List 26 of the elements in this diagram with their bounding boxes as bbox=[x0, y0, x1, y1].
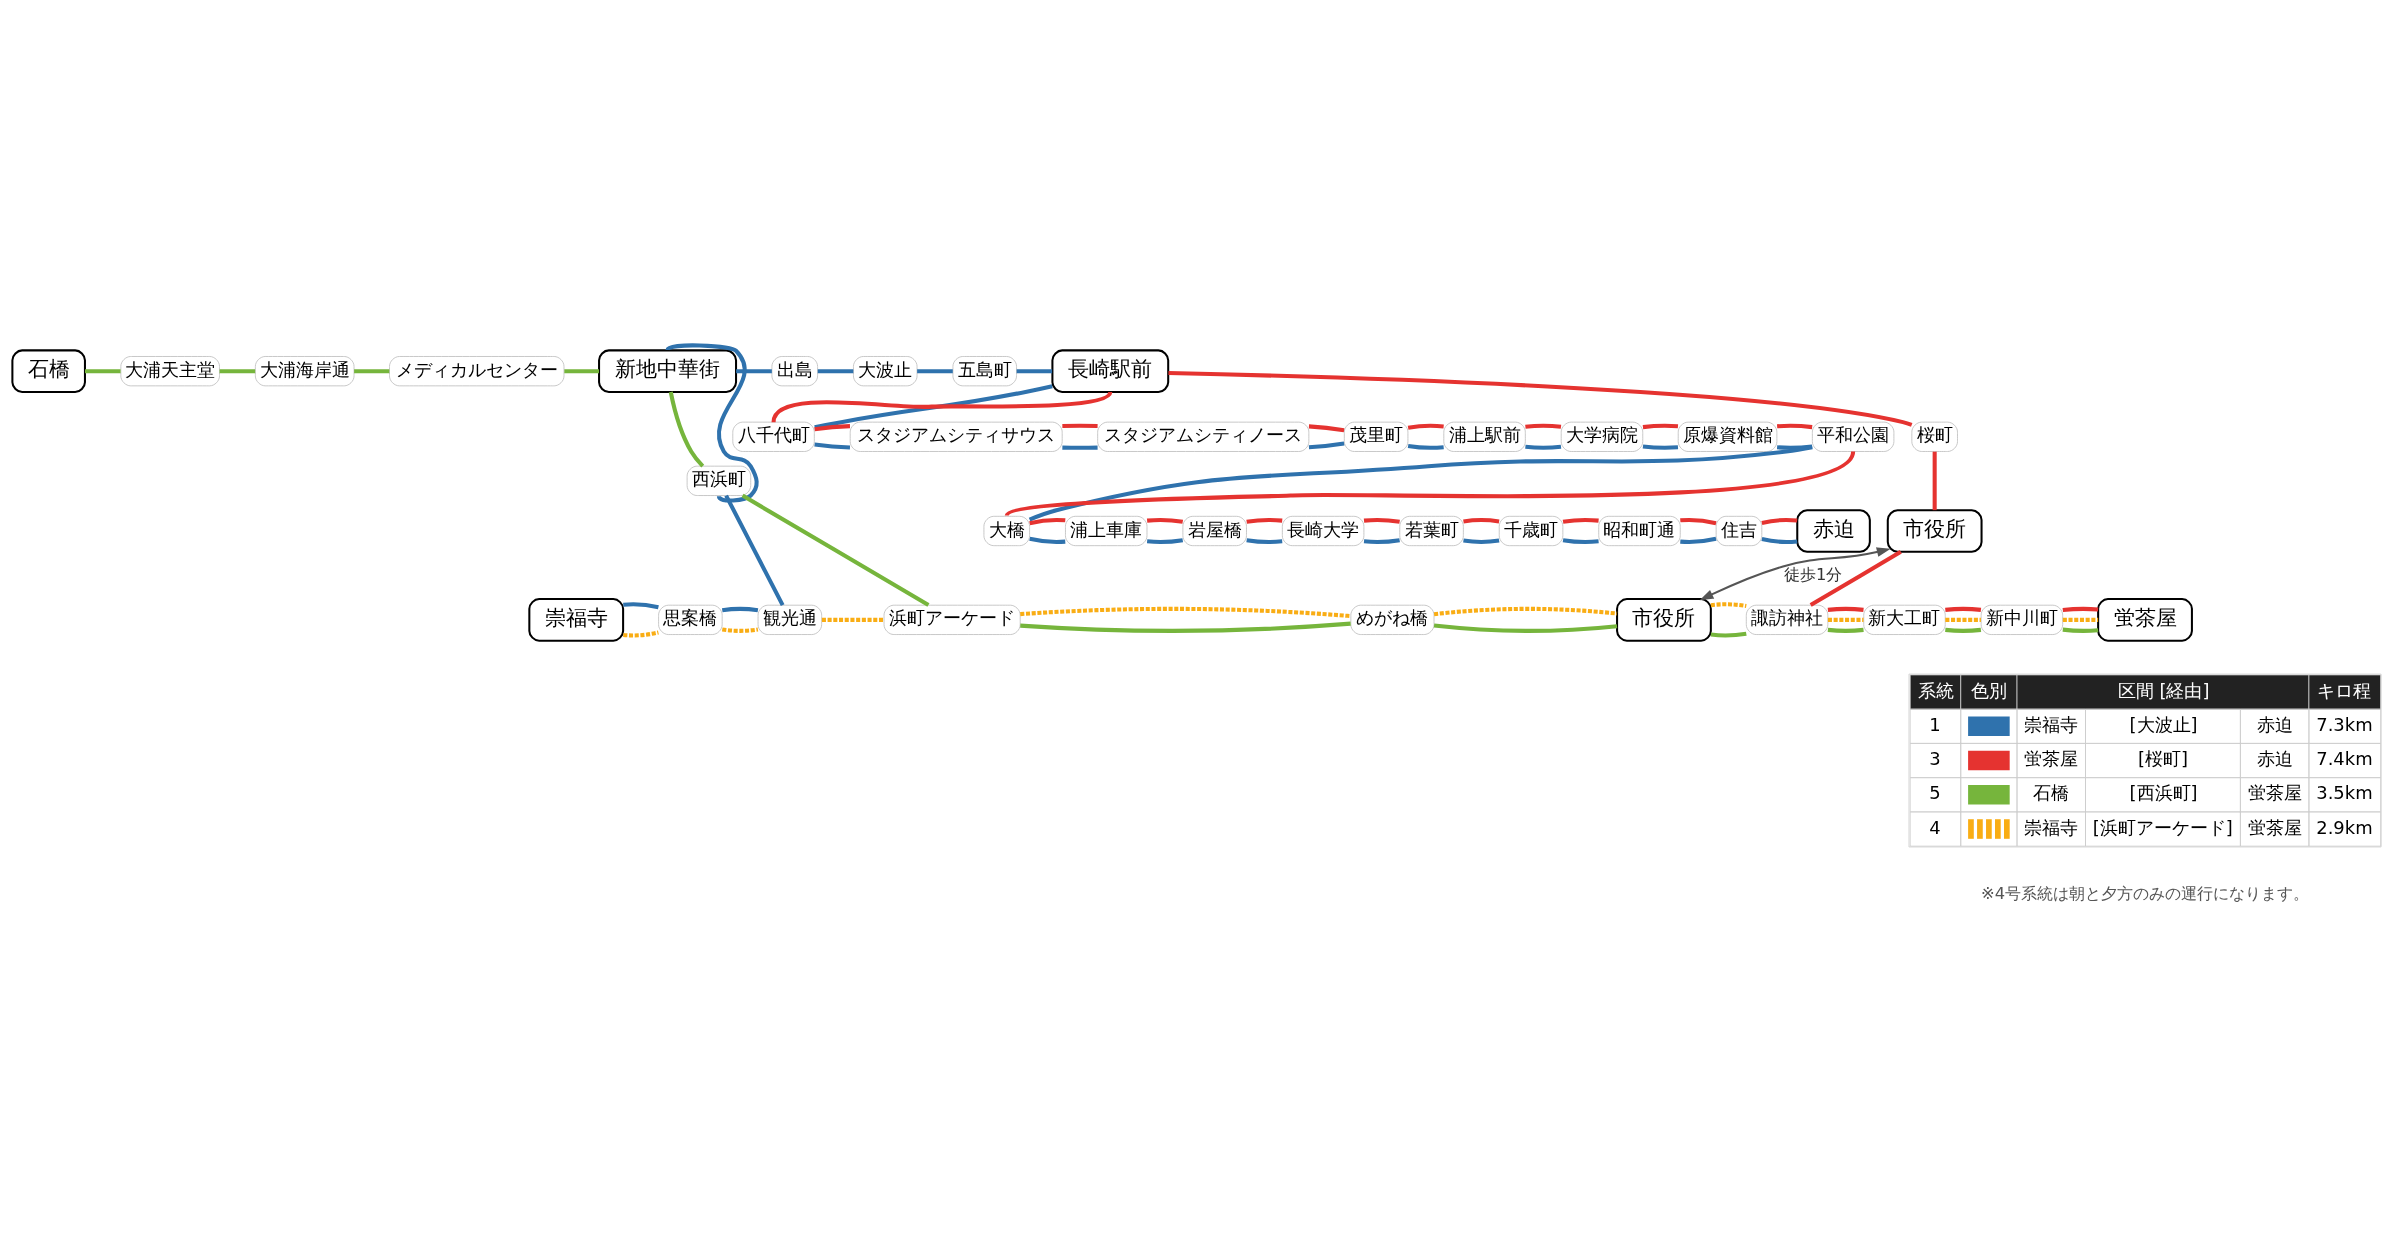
label: 崇福寺 bbox=[2024, 713, 2079, 735]
label: 蛍茶屋 bbox=[2024, 747, 2079, 769]
label: 3.5km bbox=[2316, 781, 2373, 803]
label: 蛍茶屋 bbox=[2247, 816, 2302, 838]
label: 区間 [経由] bbox=[2117, 679, 2210, 701]
label: 赤迫 bbox=[2256, 713, 2293, 735]
label: [西浜町] bbox=[2129, 781, 2198, 803]
label: 2.9km bbox=[2316, 816, 2373, 838]
edge-label: 徒歩1分 bbox=[1783, 564, 1843, 584]
label: 系統 bbox=[1917, 679, 1954, 701]
legend-label: 5 bbox=[1929, 781, 1941, 803]
label: 赤迫 bbox=[2256, 747, 2293, 769]
label: ※4号系統は朝と夕方のみの運行になります。 bbox=[1981, 883, 2310, 903]
label: 崇福寺 bbox=[2024, 816, 2079, 838]
label: [浜町アーケード] bbox=[2092, 816, 2233, 838]
label: [桜町] bbox=[2138, 747, 2189, 769]
legend-label: 4 bbox=[1929, 816, 1941, 838]
label: 蛍茶屋 bbox=[2247, 781, 2302, 803]
label: 石橋 bbox=[2033, 781, 2070, 803]
label: 7.4km bbox=[2316, 747, 2373, 769]
label: 7.3km bbox=[2316, 713, 2373, 735]
label: [大波止] bbox=[2129, 713, 2198, 735]
legend-label: 3 bbox=[1929, 747, 1941, 769]
legend-label: 1 bbox=[1929, 713, 1941, 735]
label: 色別 bbox=[1970, 679, 2007, 701]
label: キロ程 bbox=[2317, 679, 2372, 701]
